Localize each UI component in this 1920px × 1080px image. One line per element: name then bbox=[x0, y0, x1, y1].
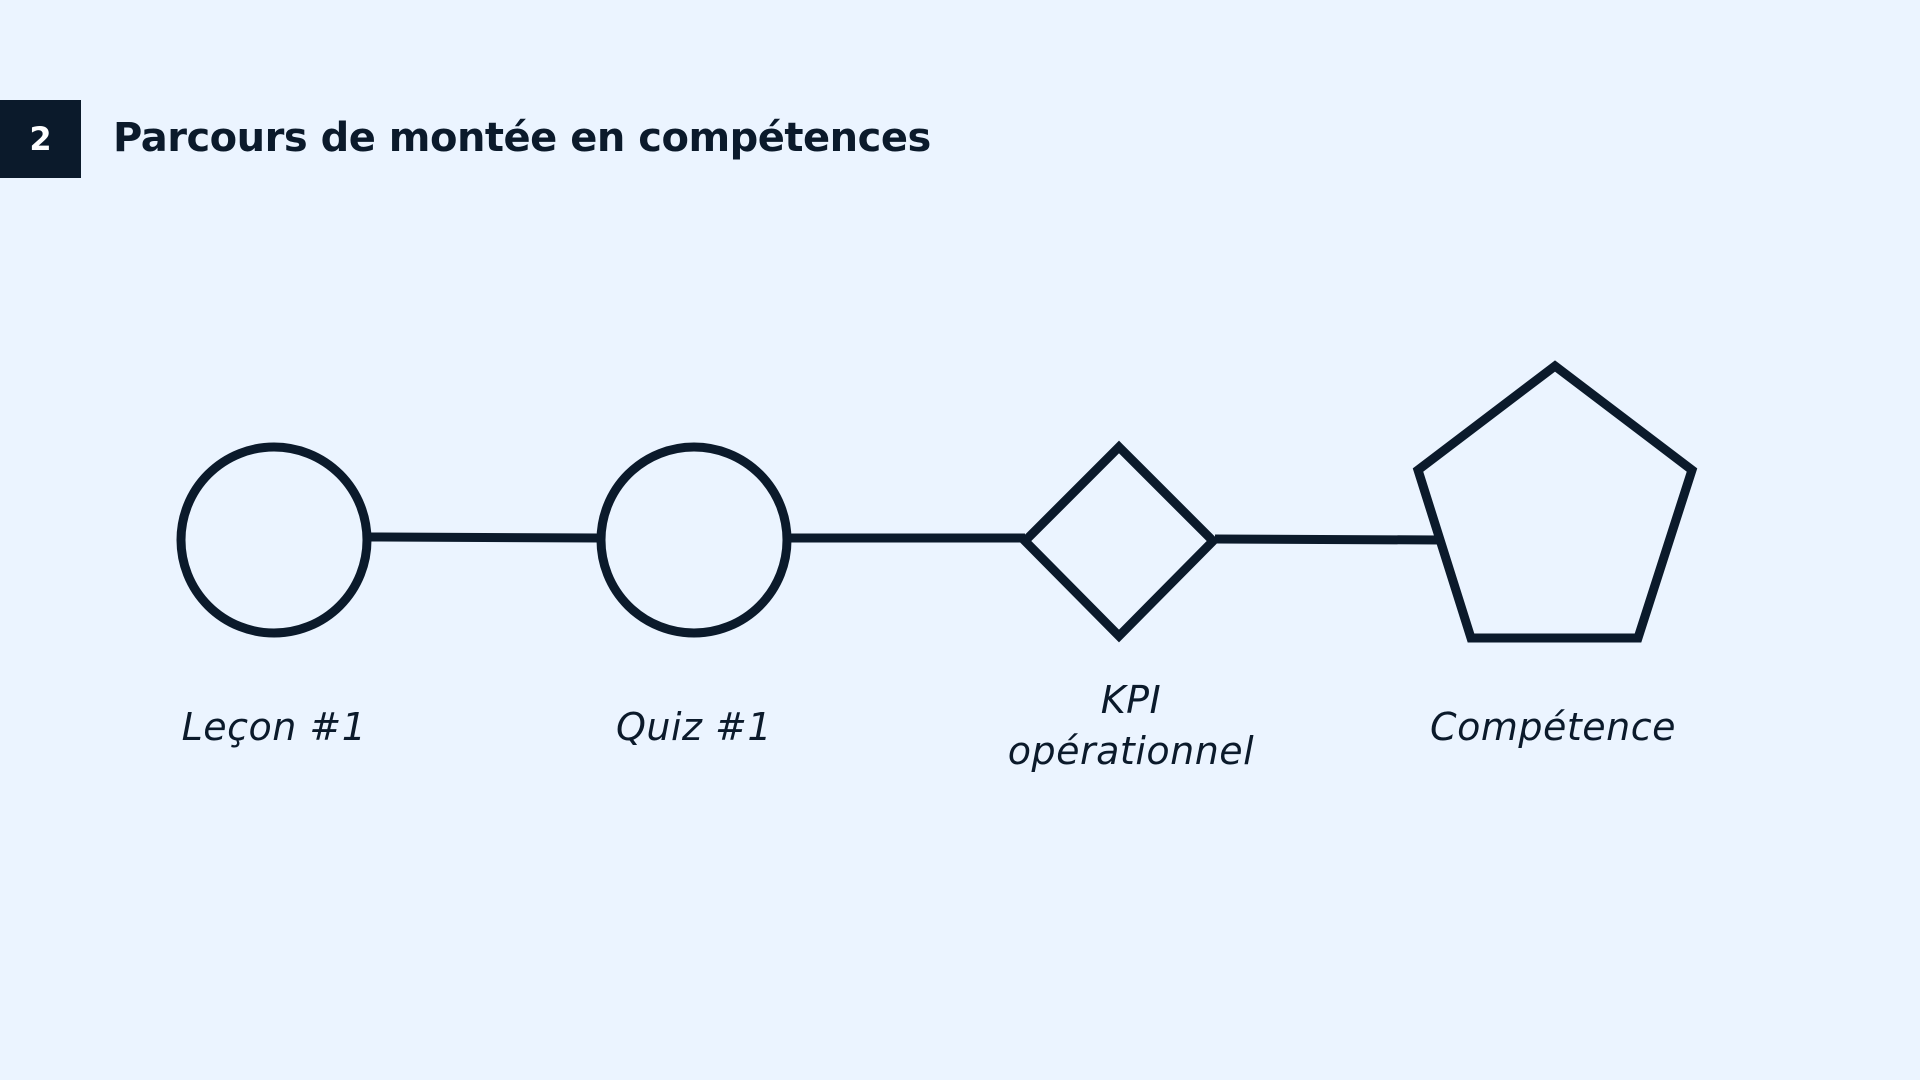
slide-number: 2 bbox=[29, 120, 52, 158]
connector-kpi-competence bbox=[1214, 534, 1441, 545]
slide-number-badge: 2 bbox=[0, 100, 81, 178]
node-kpi-label-line1: KPI bbox=[1101, 678, 1162, 722]
node-lecon-circle bbox=[176, 442, 372, 638]
connector-lecon-quiz bbox=[369, 532, 601, 543]
node-competence-label: Compétence bbox=[1430, 705, 1676, 749]
node-kpi-diamond bbox=[1018, 440, 1220, 643]
node-quiz-circle bbox=[596, 442, 792, 638]
slide-title: Parcours de montée en compétences bbox=[113, 115, 931, 161]
node-quiz-label: Quiz #1 bbox=[616, 705, 772, 749]
node-lecon-label: Leçon #1 bbox=[182, 705, 367, 749]
node-kpi-label-line2: opérationnel bbox=[1008, 729, 1254, 773]
node-competence-pentagon bbox=[1412, 360, 1698, 643]
